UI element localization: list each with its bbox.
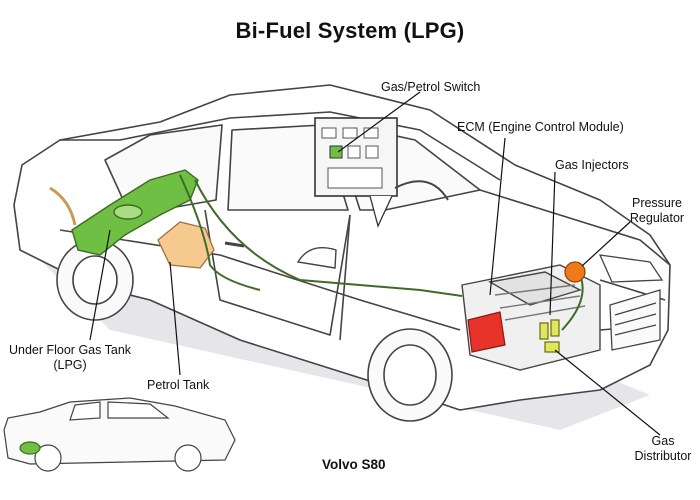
grille: [609, 289, 661, 351]
caption-model: Volvo S80: [322, 457, 386, 472]
small-car-side-view: [3, 397, 236, 472]
ecm-box: [467, 311, 506, 353]
steering-wheel: [394, 180, 449, 201]
dashboard-inset: [314, 117, 398, 197]
label-under-floor-gas-tank: Under Floor Gas Tank (LPG): [0, 343, 140, 373]
rear-wheel: [56, 239, 134, 321]
side-mirror: [296, 247, 337, 269]
label-under-floor-line2: (LPG): [53, 358, 87, 372]
label-gas-distributor-line2: Distributor: [634, 449, 692, 463]
gas-injectors-shape: [539, 319, 560, 340]
label-under-floor-line1: Under Floor Gas Tank: [8, 343, 132, 357]
gas-distributor-shape: [544, 341, 560, 353]
inset-pointer: [369, 195, 393, 228]
pressure-regulator-shape: [564, 261, 586, 283]
label-ecm: ECM (Engine Control Module): [457, 120, 624, 134]
label-gas-petrol-switch: Gas/Petrol Switch: [381, 80, 481, 94]
label-gas-distributor: Gas Distributor: [630, 434, 696, 464]
label-gas-injectors: Gas Injectors: [555, 158, 629, 172]
door-handle: [224, 241, 245, 248]
label-pressure-regulator-line1: Pressure: [631, 196, 683, 210]
front-wheel: [367, 328, 453, 422]
label-petrol-tank: Petrol Tank: [147, 378, 210, 392]
label-gas-distributor-line1: Gas: [651, 434, 675, 448]
headlight: [598, 254, 664, 283]
label-pressure-regulator: Pressure Regulator: [624, 196, 690, 226]
diagram-title: Bi-Fuel System (LPG): [235, 18, 465, 43]
filler-neck: [49, 186, 77, 226]
leader-lines: [89, 91, 661, 436]
label-pressure-regulator-line2: Regulator: [629, 211, 685, 225]
